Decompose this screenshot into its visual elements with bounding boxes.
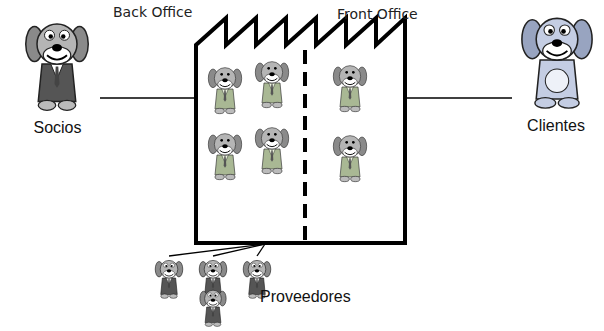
staff-dog <box>333 66 366 112</box>
partner-dog <box>26 24 89 110</box>
partner-figure: Socios <box>15 14 100 137</box>
figure-label: Proveedores <box>260 288 351 306</box>
staff-dog <box>255 62 288 108</box>
staff-dog <box>208 68 241 114</box>
connector-segment <box>100 97 198 98</box>
connector-segment <box>169 244 265 256</box>
region-heading: Front Office <box>337 6 418 22</box>
connector-segment <box>257 244 265 256</box>
client-figure: Clientes <box>512 8 600 135</box>
region-heading: Back Office <box>113 4 192 20</box>
connector-line <box>100 98 198 99</box>
office-region: Back Office <box>198 45 303 243</box>
figure-label: Clientes <box>527 117 585 135</box>
staff-dog <box>255 128 288 174</box>
office-divider <box>303 50 307 240</box>
connector-segment <box>403 97 512 98</box>
client-dog <box>522 18 592 108</box>
staff-dog <box>333 136 366 182</box>
factory-outline <box>196 18 405 243</box>
connector-segment <box>213 244 265 256</box>
supplier-group: Proveedores <box>150 254 370 328</box>
staff-dog <box>208 134 241 180</box>
office-region: Front Office <box>307 45 403 243</box>
supplier-dog <box>155 260 183 298</box>
supplier-dog <box>200 290 226 326</box>
figure-label: Socios <box>33 119 81 137</box>
connector-line <box>169 244 265 256</box>
connector-line <box>403 98 512 99</box>
